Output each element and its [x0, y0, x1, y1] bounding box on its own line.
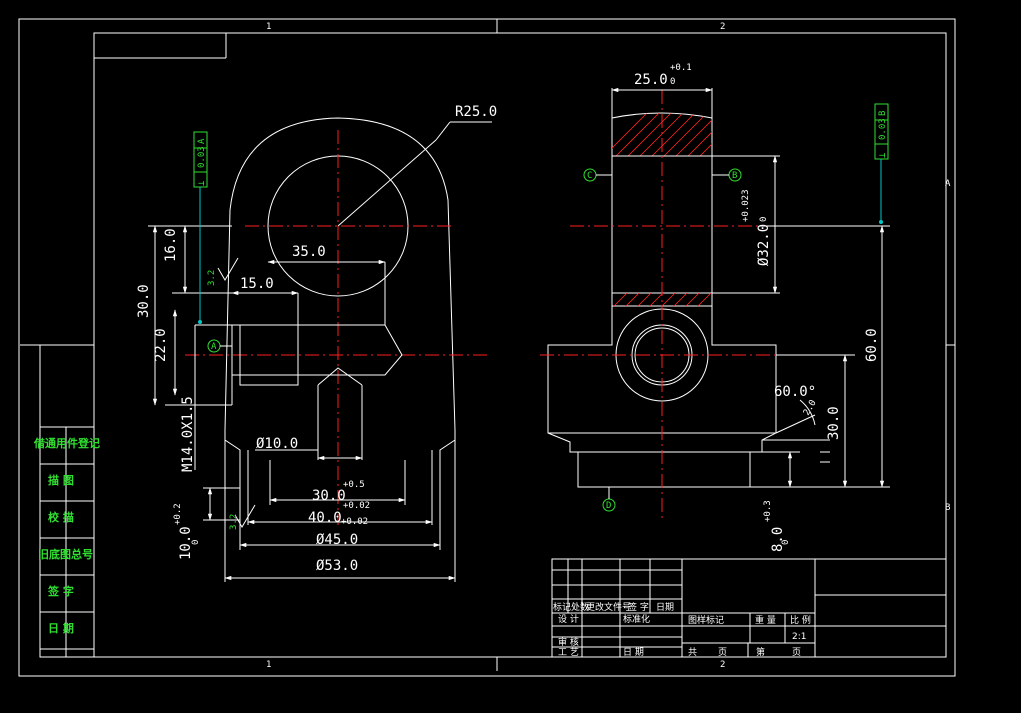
dim-53-label: Ø53.0	[316, 558, 358, 574]
dim-30-label: 30.0	[826, 406, 842, 440]
tol-frame-symbol: ⊥	[878, 152, 888, 158]
title-block-label: 第	[756, 646, 765, 658]
datum-c-label: C	[587, 171, 592, 181]
title-block-label: 工 艺	[558, 647, 579, 658]
title-block-label: 标准化	[623, 613, 650, 625]
dim-8-label: 8.0	[770, 527, 786, 552]
title-block-label: 审 核	[558, 636, 579, 648]
bore-32-label: Ø32.0	[756, 224, 772, 266]
dim-30-tol-label: 30.0	[312, 488, 346, 504]
title-block-header: 更改文件号	[586, 601, 631, 613]
stamp-label: 日 期	[48, 621, 74, 635]
title-block-header: 日期	[656, 602, 674, 613]
bore-10-label: Ø10.0	[256, 436, 298, 452]
zone-label-bottom-2: 2	[720, 660, 725, 670]
zone-label-top-2: 2	[720, 22, 725, 32]
roughness-label: 3.2	[207, 270, 217, 286]
dim-22-label: 22.0	[153, 328, 169, 362]
stamp-label: 描 图	[48, 473, 74, 487]
tol-frame-value: 0.03	[878, 118, 888, 140]
tol-frame-value: 0.03	[197, 146, 207, 168]
tol-frame-symbol: ⊥	[197, 180, 207, 186]
title-block-header: 签 字	[628, 601, 649, 613]
dim-40-tol: +0.02	[341, 517, 368, 527]
zone-label-a: A	[945, 179, 951, 189]
stamp-label: 签 字	[47, 584, 74, 598]
thread-label: M14.0X1.5	[180, 396, 196, 472]
dim-45-label: Ø45.0	[316, 532, 358, 548]
title-block-header: 标记处数	[553, 601, 589, 613]
dim-30-tol-lower: +0.02	[343, 501, 370, 511]
left-stamp-column	[39, 344, 95, 658]
angle-label: 60.0°	[774, 384, 816, 400]
bore-32-tol-upper: +0.023	[741, 189, 751, 222]
datum-b-label: B	[732, 171, 737, 181]
dim-16-label: 16.0	[163, 228, 179, 262]
dim-10-label: 10.0	[178, 526, 194, 560]
tol-frame-ref: A	[197, 138, 207, 144]
dim-10-tol-upper: +0.2	[173, 503, 183, 525]
datum-d-label: D	[606, 501, 611, 511]
dim-8-tol-lower: 0	[781, 540, 791, 545]
dim-8-tol-upper: +0.3	[763, 500, 773, 522]
title-block-label: 页	[792, 647, 801, 658]
title-block-label: 比 例	[790, 614, 811, 626]
dim-10-tol-lower: 0	[191, 540, 201, 545]
chamfer-label: 2.0	[802, 398, 819, 417]
front-view	[148, 117, 492, 582]
title-block-label: 图样标记	[688, 614, 724, 626]
title-block-label: 页	[718, 647, 727, 658]
zone-label-top-1: 1	[266, 22, 271, 32]
datum-a-label: A	[211, 342, 217, 352]
title-block-label: 日 期	[623, 647, 644, 658]
title-block-label: 设 计	[558, 613, 579, 625]
dim-15-label: 15.0	[240, 276, 274, 292]
radius-label: R25.0	[455, 104, 497, 120]
dim-25-tol-upper: +0.1	[670, 63, 692, 73]
bore-32-tol-lower: 0	[759, 217, 769, 222]
stamp-label: 校 描	[48, 510, 74, 524]
scale-value: 2:1	[792, 632, 806, 642]
stamp-label: 旧底图总号	[38, 547, 93, 561]
side-view	[540, 87, 890, 520]
title-block-label: 重 量	[755, 614, 776, 626]
dim-40-label: 40.0	[308, 510, 342, 526]
dim-60-label: 60.0	[864, 328, 880, 362]
stamp-label: 借通用件登记	[33, 436, 100, 450]
roughness-label: 3.2	[229, 514, 239, 530]
dim-25-tol-lower: 0	[670, 77, 675, 87]
dim-30-tol-upper: +0.5	[343, 480, 365, 490]
dim-35-label: 35.0	[292, 244, 326, 260]
tol-frame-ref: B	[878, 111, 888, 116]
dim-25-label: 25.0	[634, 72, 668, 88]
dim-30-left-label: 30.0	[136, 284, 152, 318]
zone-label-b: B	[945, 503, 950, 513]
title-block-label: 共	[688, 647, 697, 658]
title-block	[551, 558, 947, 658]
zone-label-bottom-1: 1	[266, 660, 271, 670]
